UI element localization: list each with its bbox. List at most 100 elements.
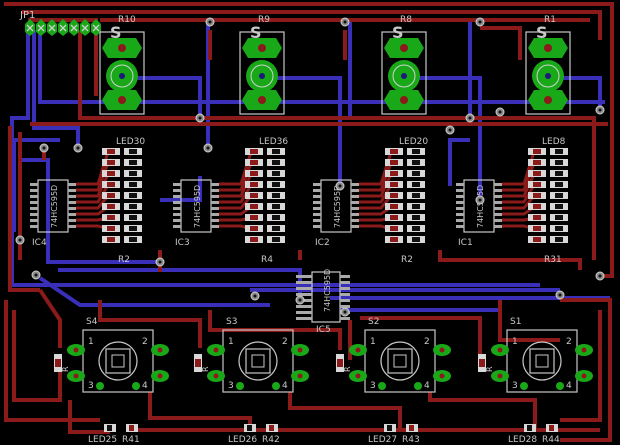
led-body <box>555 160 563 165</box>
switch-outline <box>506 329 578 393</box>
resistor-body <box>250 182 258 187</box>
switch-mount <box>272 382 280 390</box>
pull-resistor-label: R <box>485 366 494 372</box>
led-label: LED27 <box>368 435 397 445</box>
switch-pin-number: 1 <box>228 337 234 347</box>
fanout-trace <box>502 184 536 204</box>
header-pin-mark <box>48 24 56 32</box>
pot-ring <box>110 64 134 88</box>
chip-pin <box>313 189 321 192</box>
via-hole <box>338 184 342 188</box>
chip-pin <box>313 201 321 204</box>
chip-pin <box>313 213 321 216</box>
ic-fanout-traces <box>76 151 536 231</box>
chip-pin <box>296 275 312 278</box>
switch-pad-hole <box>73 347 79 353</box>
chip-pin <box>30 183 38 186</box>
chip-pin <box>494 201 502 204</box>
chip-pin <box>30 195 38 198</box>
fanout-trace <box>359 195 393 210</box>
chip-pin <box>494 183 502 186</box>
switch-pin-number: 4 <box>424 381 430 391</box>
via-hole <box>298 298 302 302</box>
resistor-body <box>533 237 541 242</box>
chip-pin <box>68 189 76 192</box>
switch-pad-hole <box>497 347 503 353</box>
switch-ring <box>238 341 278 381</box>
chip-pin <box>211 213 219 216</box>
led-body <box>412 149 420 154</box>
led-body <box>107 425 112 431</box>
chip-pin <box>494 195 502 198</box>
chip-pin <box>494 189 502 192</box>
switch-pin-number: 1 <box>512 337 518 347</box>
resistor-body <box>533 171 541 176</box>
via-hole <box>76 146 80 150</box>
switch-pad-hole <box>297 373 303 379</box>
resistor-body <box>107 171 115 176</box>
via-hole <box>448 128 452 132</box>
switch-pin-number: 3 <box>88 381 94 391</box>
chip-pin <box>68 213 76 216</box>
pull-resistor-label: R <box>61 366 70 372</box>
chip-body <box>463 179 495 233</box>
chip-name: IC4 <box>32 238 47 248</box>
chip-pin <box>456 219 464 222</box>
chip-pin <box>30 201 38 204</box>
resistor-body <box>250 160 258 165</box>
resistor-body <box>533 193 541 198</box>
chip-pin <box>456 183 464 186</box>
chip-pin <box>340 281 350 284</box>
led-group-label: LED30 <box>116 137 145 147</box>
switch-mount <box>556 382 564 390</box>
switch-pad-hole <box>213 347 219 353</box>
switch-pad-hole <box>73 373 79 379</box>
fanout-trace <box>219 184 253 204</box>
chip-pin <box>494 219 502 222</box>
header-pin-mark <box>70 24 78 32</box>
resistor-body <box>533 160 541 165</box>
fanout-trace <box>76 195 110 210</box>
resistor-body <box>107 193 115 198</box>
led-body <box>412 193 420 198</box>
switch-pin-number: 3 <box>512 381 518 391</box>
resistor-body <box>533 204 541 209</box>
switch-pin-number: 2 <box>142 337 148 347</box>
pot-pad-hole <box>118 44 126 52</box>
switch-pad-hole <box>355 373 361 379</box>
resistor-body <box>107 204 115 209</box>
pull-resistor-body <box>195 359 201 367</box>
chip-pin <box>68 225 76 228</box>
chip-pin <box>173 213 181 216</box>
chip-pin <box>456 201 464 204</box>
chip-part: 74HC595D <box>476 185 485 228</box>
chip-pin <box>351 225 359 228</box>
resistor-body <box>107 237 115 242</box>
pot-outline <box>239 31 285 115</box>
chip-pin <box>211 201 219 204</box>
led-body <box>555 215 563 220</box>
pot-hole <box>259 73 265 79</box>
resistor-body <box>390 204 398 209</box>
chip-pin <box>340 287 350 290</box>
via-hole <box>478 20 482 24</box>
switch-pin-number: 4 <box>282 381 288 391</box>
via-hole <box>468 116 472 120</box>
pot-pad-hole <box>544 44 552 52</box>
via-hole <box>206 146 210 150</box>
chip-name: IC2 <box>315 238 330 248</box>
switch-pad-hole <box>157 373 163 379</box>
led-body <box>555 149 563 154</box>
chip-pin <box>351 207 359 210</box>
chip-pin <box>296 305 312 308</box>
chip-pin <box>30 213 38 216</box>
resistor-body <box>390 193 398 198</box>
resistor-body <box>107 226 115 231</box>
led-body <box>555 182 563 187</box>
pot-ring <box>250 64 274 88</box>
chip-pin <box>173 201 181 204</box>
